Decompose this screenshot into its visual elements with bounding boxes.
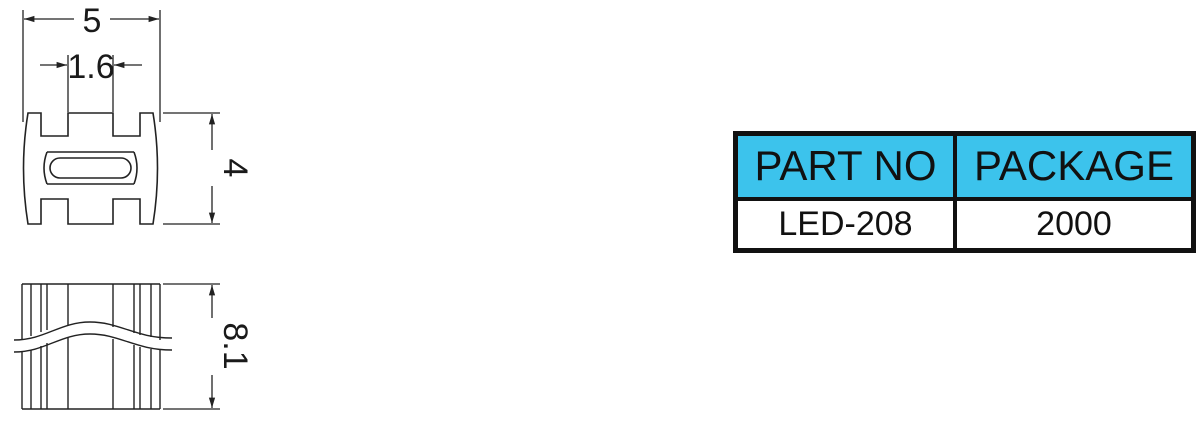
cell-package: 2000 [953, 196, 1196, 253]
cell-part-no: LED-208 [733, 196, 957, 253]
table-header-row: PART NO PACKAGE [733, 131, 1196, 201]
header-package: PACKAGE [953, 131, 1196, 201]
dimension-length [163, 283, 220, 410]
dimension-slot [40, 55, 142, 112]
dimension-length-label: 8.1 [216, 322, 254, 369]
dimension-height-label: 4 [216, 159, 254, 178]
dimension-width-label: 5 [83, 2, 102, 40]
tape-side-view [13, 283, 173, 410]
dimension-width [22, 10, 161, 122]
spec-table: PART NO PACKAGE LED-208 2000 [733, 131, 1196, 253]
dimension-slot-label: 1.6 [67, 48, 114, 86]
technical-drawing: 5 1.6 4 [13, 2, 254, 410]
table-row: LED-208 2000 [733, 196, 1196, 253]
dimension-height [163, 112, 220, 225]
connector-top-view [22, 112, 159, 225]
header-part-no: PART NO [733, 131, 957, 201]
